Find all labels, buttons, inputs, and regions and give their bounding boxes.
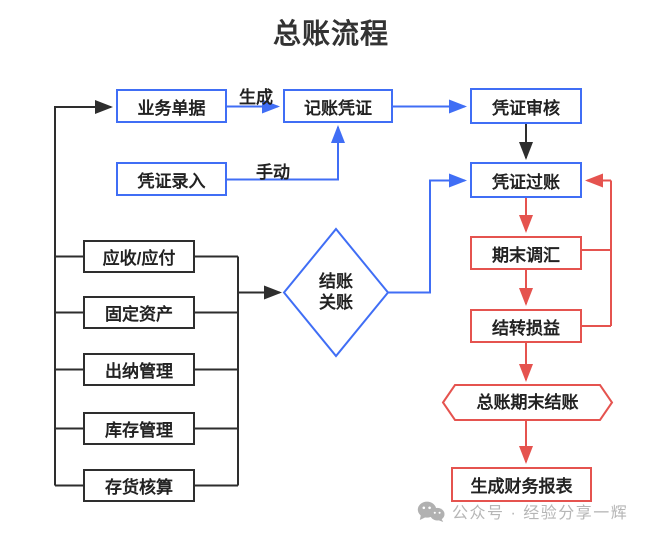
wechat-icon bbox=[417, 501, 445, 522]
node-generate-financial-report: 生成财务报表 bbox=[451, 467, 592, 502]
module-rails bbox=[55, 255, 239, 487]
closing-decision-line2: 关账 bbox=[319, 293, 353, 312]
period-close-hexagon bbox=[441, 384, 614, 421]
node-receivable-payable: 应收/应付 bbox=[83, 240, 195, 273]
closing-decision-label: 结账 关账 bbox=[296, 270, 376, 314]
closing-decision-line1: 结账 bbox=[319, 272, 353, 291]
node-business-documents: 业务单据 bbox=[116, 89, 227, 123]
edge-modules-to-bizdoc bbox=[54, 100, 113, 486]
watermark: 公众号 · 经验分享一辉 bbox=[417, 499, 628, 523]
edge-closing-to-post bbox=[388, 173, 467, 294]
node-period-end-revaluation: 期末调汇 bbox=[470, 236, 582, 270]
watermark-text: 公众号 · 经验分享一辉 bbox=[452, 505, 629, 522]
page-title: 总账流程 bbox=[272, 18, 389, 49]
node-period-end-close-label: 总账期末结账 bbox=[476, 393, 579, 412]
edge-label-generate: 生成 bbox=[239, 88, 273, 107]
node-fixed-assets: 固定资产 bbox=[83, 296, 195, 329]
feedback-rail bbox=[582, 180, 612, 327]
node-journal-voucher: 记账凭证 bbox=[283, 89, 393, 123]
node-inventory-accounting: 存货核算 bbox=[83, 469, 195, 502]
edge-entry-to-voucher bbox=[227, 125, 345, 181]
node-voucher-audit: 凭证审核 bbox=[470, 88, 582, 124]
node-profit-loss-transfer: 结转损益 bbox=[470, 309, 582, 343]
node-voucher-posting: 凭证过账 bbox=[470, 162, 582, 198]
edge-label-manual: 手动 bbox=[256, 163, 290, 182]
closing-decision-diamond bbox=[282, 227, 390, 358]
node-voucher-entry: 凭证录入 bbox=[116, 162, 227, 196]
node-cashier-management: 出纳管理 bbox=[83, 353, 195, 386]
node-inventory-management: 库存管理 bbox=[83, 412, 195, 445]
